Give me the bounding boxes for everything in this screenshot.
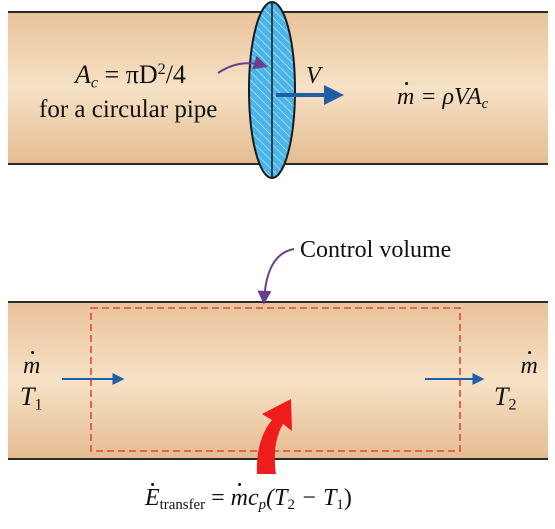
energy-T2-sub: 2 — [287, 497, 295, 514]
outlet-mass-flow: m — [520, 353, 538, 379]
outlet-T: T — [494, 382, 509, 411]
area-pointer-arrow — [217, 55, 268, 74]
area-tail: /4 — [165, 60, 186, 89]
bottom-pipe — [8, 302, 548, 459]
inlet-temperature: T1 — [20, 384, 43, 414]
cv-pointer-arrow — [257, 248, 295, 305]
energy-subscript: transfer — [159, 497, 206, 514]
energy-T1-sub: 1 — [336, 497, 344, 514]
area-symbol: A — [75, 60, 91, 89]
area-caption: for a circular pipe — [39, 96, 218, 123]
area-exponent: 2 — [157, 61, 166, 79]
area-rhs: = πD — [104, 60, 158, 89]
energy-transfer-equation: Etransfer = mcp(T2 − T1) — [145, 486, 352, 513]
energy-c: c — [248, 485, 259, 511]
mass-flow-rhs: = ρVA — [420, 84, 482, 110]
energy-T2-open: (T — [266, 485, 288, 511]
energy-minus-T1: − T — [294, 485, 337, 511]
inlet-T-sub: 1 — [34, 396, 43, 414]
outlet-temperature: T2 — [494, 384, 517, 414]
heat-transfer-arrow — [256, 399, 292, 474]
outlet-T-sub: 2 — [508, 396, 517, 414]
velocity-label: V — [306, 63, 321, 89]
mass-flow-equation: m = ρVAc — [397, 85, 488, 112]
energy-symbol: E — [145, 485, 160, 511]
control-volume-label: Control volume — [300, 237, 452, 263]
inlet-T: T — [20, 382, 35, 411]
area-subscript: c — [90, 74, 99, 92]
mass-flow-subscript: c — [481, 96, 489, 113]
energy-m: m — [230, 485, 248, 511]
energy-c-sub: p — [258, 497, 267, 514]
area-equation: Ac = πD2/4 — [75, 62, 186, 92]
inlet-mass-flow: m — [23, 353, 41, 379]
energy-close: ) — [343, 485, 352, 511]
mass-flow-symbol: m — [397, 84, 415, 110]
energy-equals: = — [211, 485, 231, 511]
